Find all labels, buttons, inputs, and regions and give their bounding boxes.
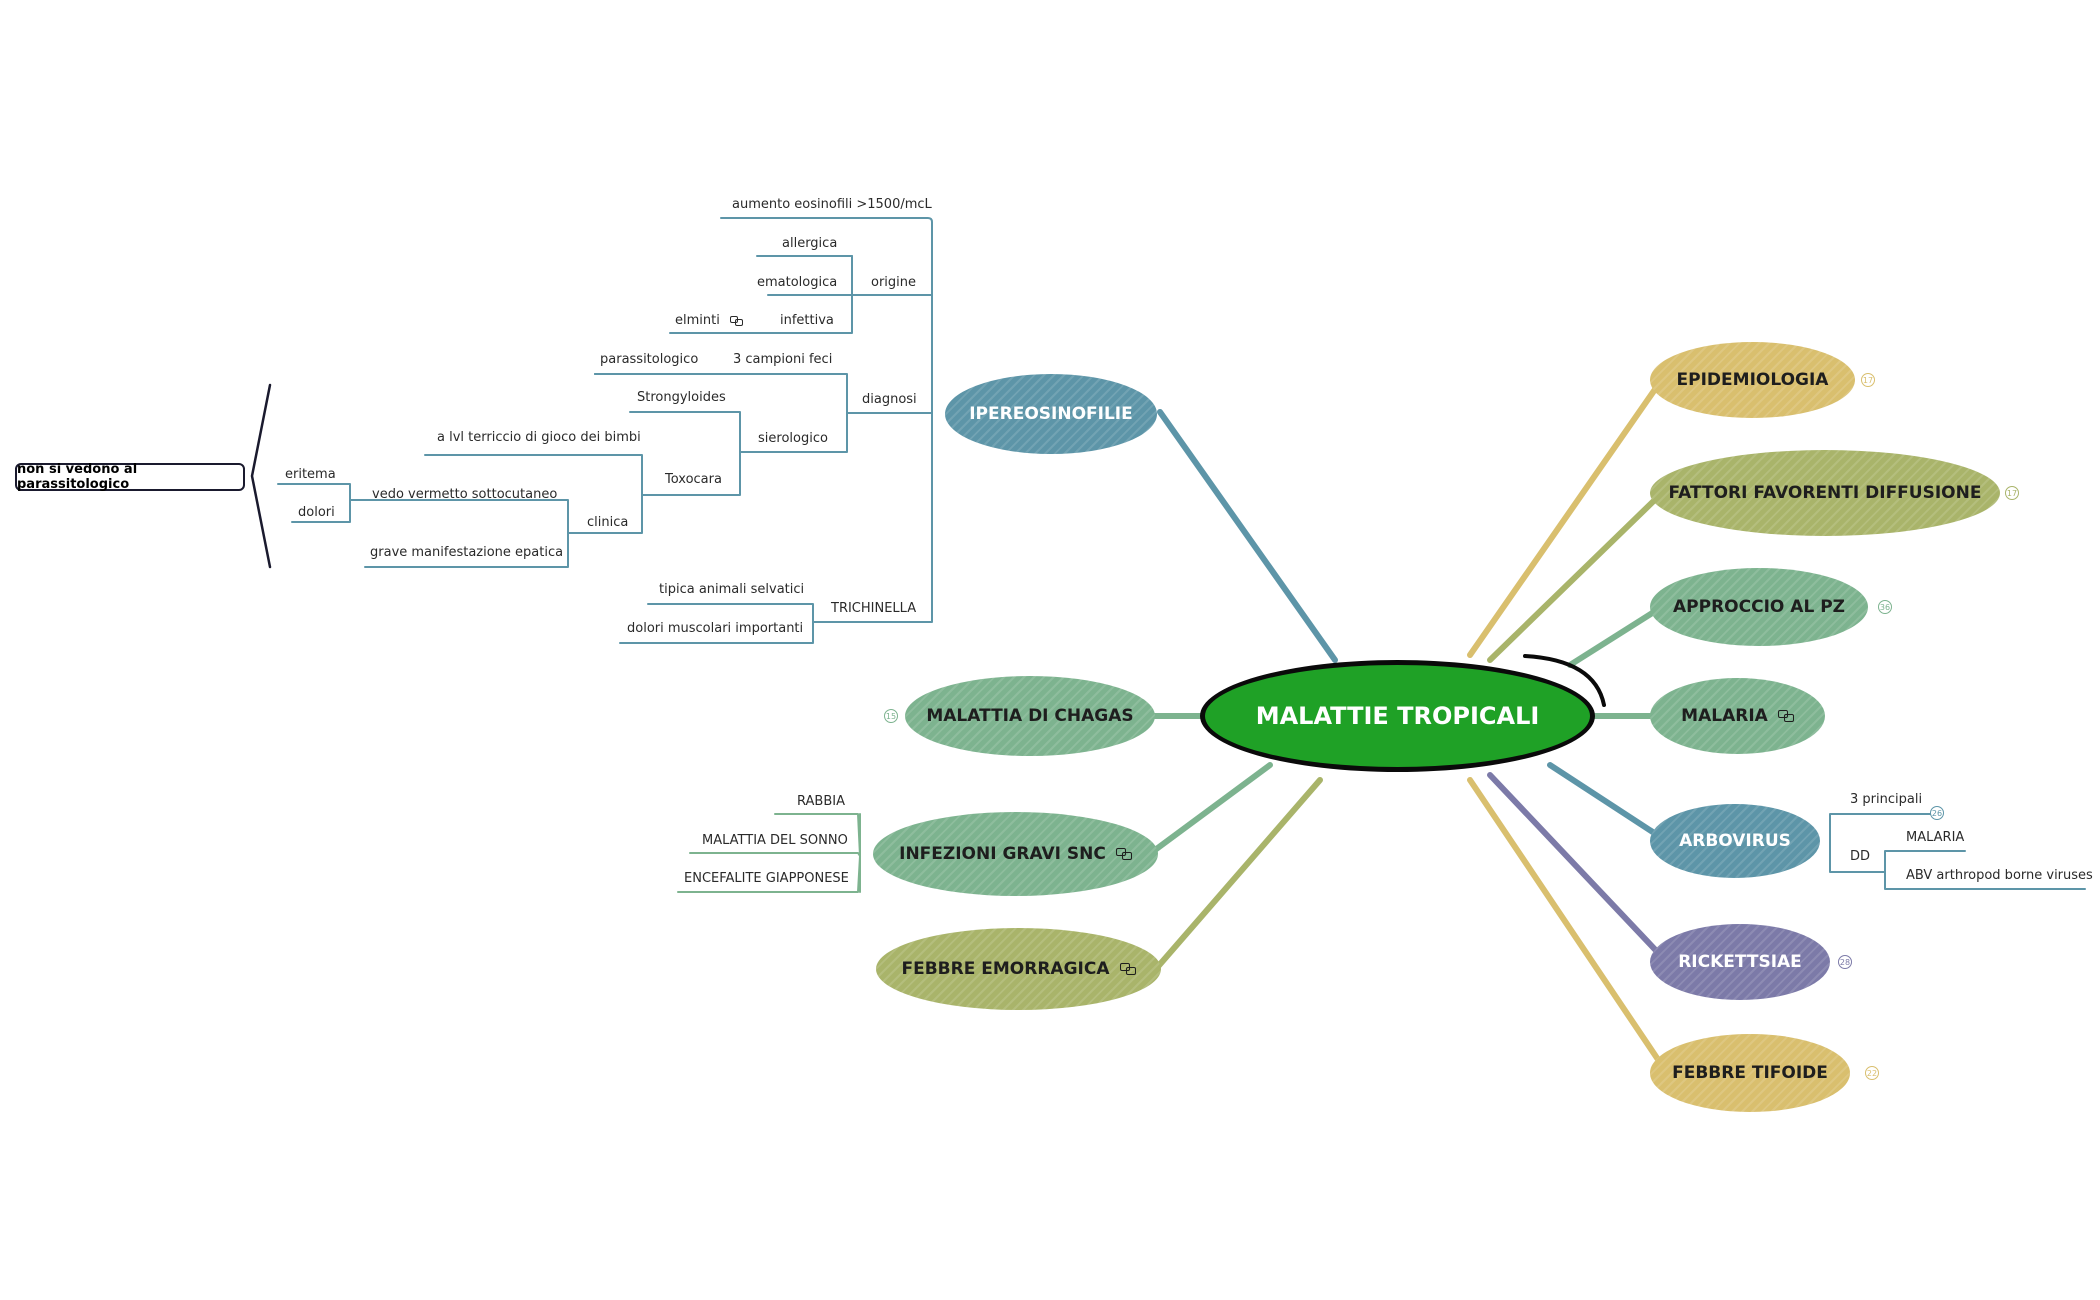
branch-fattori-favorenti[interactable]: FATTORI FAVORENTI DIFFUSIONE bbox=[1650, 450, 2000, 536]
node-dolori-muscolari[interactable]: dolori muscolari importanti bbox=[627, 621, 804, 636]
node-vermetto[interactable]: vedo vermetto sottocutaneo bbox=[372, 487, 558, 502]
central-topic-label: MALATTIE TROPICALI bbox=[1255, 702, 1540, 730]
branch-arbovirus[interactable]: ARBOVIRUS bbox=[1650, 804, 1820, 878]
branch-label: APPROCCIO AL PZ bbox=[1673, 597, 1845, 617]
node-strongyloides[interactable]: Strongyloides bbox=[637, 390, 726, 405]
snc-rabbia[interactable]: RABBIA bbox=[797, 794, 845, 809]
arbovirus-dd[interactable]: DD bbox=[1850, 849, 1871, 864]
arbovirus-3-principali[interactable]: 3 principali bbox=[1850, 792, 1923, 807]
branch-label: FATTORI FAVORENTI DIFFUSIONE bbox=[1668, 483, 1982, 503]
node-3-campioni-feci[interactable]: 3 campioni feci bbox=[733, 352, 833, 367]
branch-malattia-di-chagas[interactable]: MALATTIA DI CHAGAS bbox=[905, 676, 1155, 756]
branch-ipereosinofilie[interactable]: IPEREOSINOFILIE bbox=[945, 374, 1157, 454]
dd-malaria[interactable]: MALARIA bbox=[1906, 830, 1965, 845]
node-origine[interactable]: origine bbox=[871, 275, 917, 290]
node-allergica[interactable]: allergica bbox=[782, 236, 838, 251]
branch-malaria[interactable]: MALARIA bbox=[1650, 678, 1825, 754]
note-icon[interactable] bbox=[1777, 710, 1794, 722]
note-icon[interactable] bbox=[1119, 963, 1136, 975]
node-sierologico[interactable]: sierologico bbox=[758, 431, 828, 446]
branch-label: MALARIA bbox=[1681, 706, 1768, 726]
count-badge[interactable]: 36 bbox=[1878, 600, 1892, 614]
node-elminti-label: elminti bbox=[675, 313, 720, 328]
node-ematologica[interactable]: ematologica bbox=[757, 275, 838, 290]
branch-epidemiologia[interactable]: EPIDEMIOLOGIA bbox=[1650, 342, 1855, 418]
count-badge[interactable]: 17 bbox=[2005, 486, 2019, 500]
node-tipica-animali-selvatici[interactable]: tipica animali selvatici bbox=[659, 582, 805, 597]
branch-label: FEBBRE TIFOIDE bbox=[1672, 1063, 1828, 1083]
node-toxocara[interactable]: Toxocara bbox=[665, 472, 722, 487]
node-aumento-eosinofili[interactable]: aumento eosinofili >1500/mcL bbox=[732, 197, 932, 212]
snc-encefalite-giapponese[interactable]: ENCEFALITE GIAPPONESE bbox=[684, 871, 849, 886]
node-eritema[interactable]: eritema bbox=[285, 467, 336, 482]
central-topic[interactable]: MALATTIE TROPICALI bbox=[1200, 660, 1595, 772]
node-elminti[interactable]: elminti bbox=[675, 313, 743, 329]
note-icon[interactable] bbox=[729, 315, 743, 326]
note-box-label: non si vedono al parassitologico bbox=[17, 462, 138, 492]
branch-febbre-tifoide[interactable]: FEBBRE TIFOIDE bbox=[1650, 1034, 1850, 1112]
branch-febbre-emorragica[interactable]: FEBBRE EMORRAGICA bbox=[876, 928, 1161, 1010]
branch-label: FEBBRE EMORRAGICA bbox=[901, 959, 1110, 979]
node-clinica[interactable]: clinica bbox=[587, 515, 629, 530]
dd-abv[interactable]: ABV arthropod borne viruses bbox=[1906, 868, 2093, 883]
branch-label: EPIDEMIOLOGIA bbox=[1676, 370, 1829, 390]
branch-rickettsiae[interactable]: RICKETTSIAE bbox=[1650, 924, 1830, 1000]
snc-malattia-del-sonno[interactable]: MALATTIA DEL SONNO bbox=[702, 833, 848, 848]
count-badge[interactable]: 26 bbox=[1930, 806, 1944, 820]
count-badge[interactable]: 17 bbox=[1861, 373, 1875, 387]
count-badge[interactable]: 22 bbox=[1865, 1066, 1879, 1080]
node-diagnosi[interactable]: diagnosi bbox=[862, 392, 917, 407]
node-dolori[interactable]: dolori bbox=[298, 505, 335, 520]
branch-label: IPEREOSINOFILIE bbox=[969, 404, 1133, 424]
node-grave-manifestazione-epatica[interactable]: grave manifestazione epatica bbox=[370, 545, 564, 560]
count-badge[interactable]: 28 bbox=[1838, 955, 1852, 969]
count-badge[interactable]: 15 bbox=[884, 709, 898, 723]
node-trichinella[interactable]: TRICHINELLA bbox=[831, 601, 917, 616]
branch-label: RICKETTSIAE bbox=[1678, 952, 1802, 972]
note-icon[interactable] bbox=[1115, 848, 1132, 860]
branch-label: MALATTIA DI CHAGAS bbox=[926, 706, 1134, 726]
branch-infezioni-gravi-snc[interactable]: INFEZIONI GRAVI SNC bbox=[873, 812, 1158, 896]
node-terriccio[interactable]: a lvl terriccio di gioco dei bimbi bbox=[437, 430, 641, 445]
note-box[interactable]: non si vedono al parassitologico bbox=[15, 462, 245, 492]
node-parassitologico[interactable]: parassitologico bbox=[600, 352, 699, 367]
branch-label: ARBOVIRUS bbox=[1679, 831, 1791, 851]
node-infettiva[interactable]: infettiva bbox=[780, 313, 834, 328]
branch-label: INFEZIONI GRAVI SNC bbox=[899, 844, 1106, 864]
branch-approccio-al-pz[interactable]: APPROCCIO AL PZ bbox=[1650, 568, 1868, 646]
